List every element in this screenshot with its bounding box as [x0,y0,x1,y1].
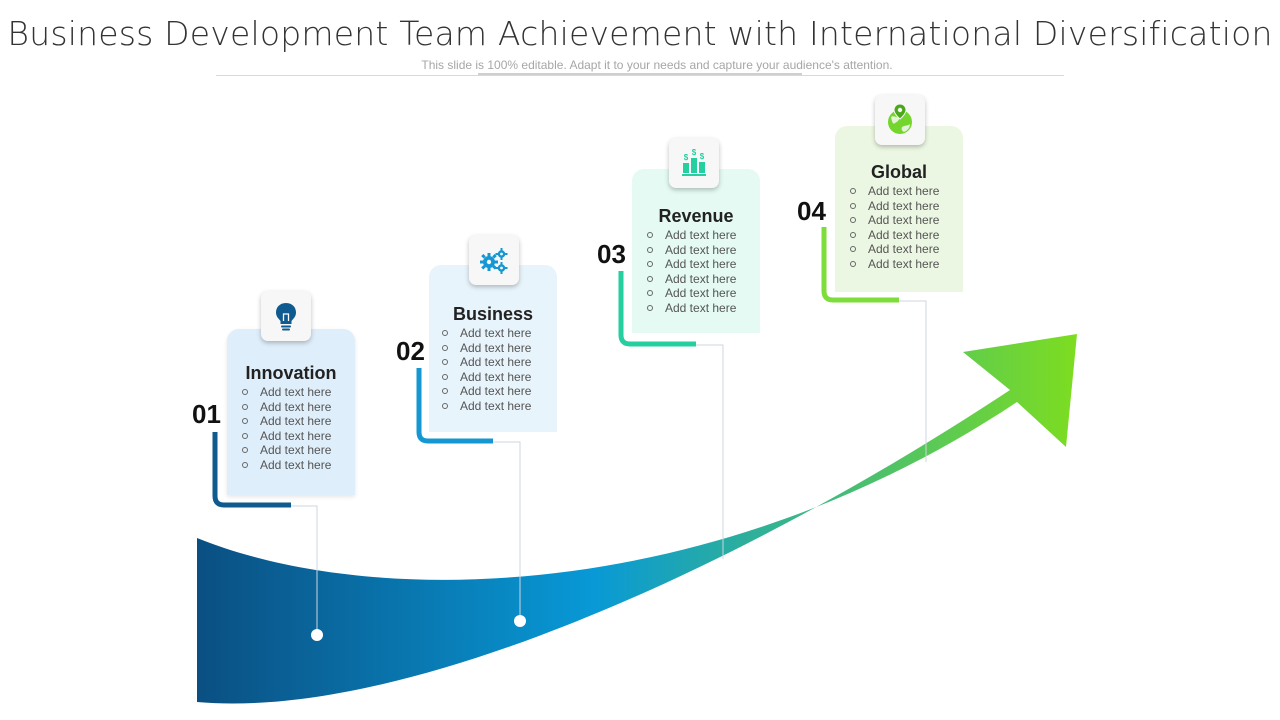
step-number-03: 03 [597,239,626,269]
list-item: Add text here [646,272,736,287]
list-item: Add text here [849,199,939,214]
step-number-04: 04 [797,196,826,226]
list-item: Add text here [441,399,531,414]
step-number-01: 01 [192,399,221,429]
title-divider-accent [478,73,802,75]
svg-text:$: $ [692,148,697,157]
step-items-list: Add text here Add text here Add text her… [441,326,531,413]
connector-line-04 [898,300,927,467]
list-item: Add text here [241,414,331,429]
step-icon-box-03: $ $ $ [669,138,719,188]
svg-text:$: $ [700,152,705,161]
step-bracket-02 [416,368,493,444]
step-card-innovation: Innovation Add text here Add text here A… [227,329,355,495]
list-item: Add text here [241,429,331,444]
slide-subtitle: This slide is 100% editable. Adapt it to… [421,58,893,72]
step-bracket-01 [212,432,291,508]
connector-line-02 [492,441,521,620]
list-item: Add text here [849,213,939,228]
step-bracket-03 [618,271,696,347]
step-items-list: Add text here Add text here Add text her… [849,184,939,271]
list-item: Add text here [441,326,531,341]
lightbulb-icon [276,303,296,331]
list-item: Add text here [441,355,531,370]
step-title: Global [870,162,927,182]
slide-title: Business Development Team Achievement wi… [7,14,1273,53]
growth-arrow [197,334,1077,704]
step-card-revenue: Revenue Add text here Add text here Add … [632,169,760,333]
bar-chart-dollar-icon: $ $ $ [682,148,706,176]
list-item: Add text here [441,341,531,356]
connector-line-01 [290,505,318,634]
connector-line-03 [695,344,724,565]
step-icon-box-02 [469,235,519,285]
list-item: Add text here [241,400,331,415]
step-bracket-04 [821,227,899,303]
svg-text:$: $ [684,153,689,162]
list-item: Add text here [849,184,939,199]
list-item: Add text here [241,458,331,473]
step-items-list: Add text here Add text here Add text her… [241,385,331,472]
list-item: Add text here [646,301,736,316]
list-item: Add text here [646,228,736,243]
marker-dot-03 [717,559,729,571]
list-item: Add text here [849,257,939,272]
list-item: Add text here [849,242,939,257]
step-icon-box-01 [261,291,311,341]
step-items-list: Add text here Add text here Add text her… [646,228,736,315]
list-item: Add text here [441,370,531,385]
step-title: Revenue [658,206,734,226]
step-card-business: Business Add text here Add text here Add… [429,265,557,432]
list-item: Add text here [646,243,736,258]
marker-dot-01 [311,629,323,641]
step-card-global: Global Add text here Add text here Add t… [835,126,963,292]
list-item: Add text here [441,384,531,399]
list-item: Add text here [646,286,736,301]
list-item: Add text here [241,443,331,458]
globe-pin-icon [888,103,912,134]
list-item: Add text here [849,228,939,243]
step-number-02: 02 [396,336,425,366]
marker-dot-02 [514,615,526,627]
step-title: Innovation [245,363,337,383]
gears-icon [480,248,508,274]
list-item: Add text here [646,257,736,272]
title-divider [216,75,1064,76]
step-icon-box-04 [875,95,925,145]
marker-dot-04 [919,462,931,474]
step-title: Business [452,304,534,324]
list-item: Add text here [241,385,331,400]
